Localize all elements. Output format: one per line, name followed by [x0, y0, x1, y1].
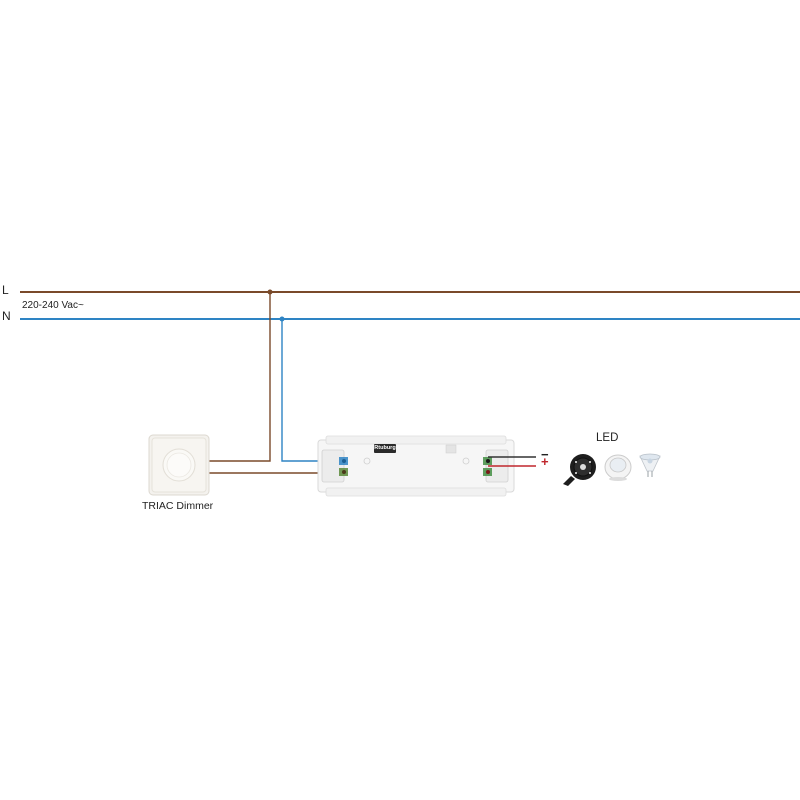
- mr16-spot-bulb-icon: [639, 453, 661, 477]
- neutral-label: N: [2, 309, 11, 323]
- driver-brand-label: Rtuburg: [374, 444, 396, 453]
- voltage-label: 220-240 Vac~: [22, 300, 84, 311]
- led-strip-reel-icon: [563, 454, 596, 486]
- triac-dimmer: [148, 434, 210, 496]
- plus-sign: +: [541, 454, 549, 469]
- dimmer-label: TRIAC Dimmer: [142, 500, 214, 512]
- led-downlight-icon: [604, 454, 632, 481]
- live-label: L: [2, 283, 9, 297]
- live-to-dimmer-wire: [208, 292, 271, 462]
- led-label: LED: [596, 432, 619, 444]
- minus-sign: −: [541, 447, 549, 462]
- led-driver: [317, 435, 515, 497]
